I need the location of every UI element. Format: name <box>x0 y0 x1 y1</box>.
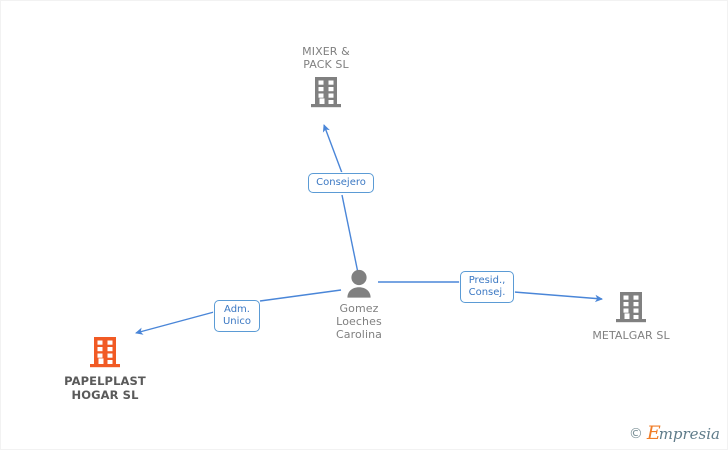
edge-adm-left <box>135 311 215 335</box>
node-label-person: Gomez Loeches Carolina <box>335 302 383 341</box>
node-person-gomez-loeches-carolina[interactable]: Gomez Loeches Carolina <box>299 269 419 341</box>
edge-label-adm-unico[interactable]: Adm. Unico <box>214 300 260 332</box>
person-icon <box>299 269 419 299</box>
edge-label-presid-consej[interactable]: Presid., Consej. <box>460 271 514 303</box>
building-icon <box>266 71 386 109</box>
copyright-icon: © <box>628 425 643 442</box>
brand-name: mpresia <box>658 425 720 443</box>
edge-label-consejero[interactable]: Consejero <box>308 173 374 193</box>
watermark-empresia: © E mpresia <box>629 424 720 443</box>
node-metalgar[interactable]: METALGAR SL <box>571 290 691 342</box>
edge-consejero-upper <box>322 124 343 174</box>
node-label-metalgar: METALGAR SL <box>592 329 670 342</box>
edge-consejero-lower <box>341 194 359 274</box>
brand-initial: E <box>646 422 661 444</box>
node-label-mixer-pack: MIXER & PACK SL <box>302 45 350 71</box>
node-label-papelplast: PAPELPLAST HOGAR SL <box>64 374 146 402</box>
building-icon <box>571 290 691 324</box>
building-icon <box>45 335 165 369</box>
node-papelplast-hogar[interactable]: PAPELPLAST HOGAR SL <box>45 335 165 402</box>
node-mixer-pack[interactable]: MIXER & PACK SL <box>266 45 386 109</box>
